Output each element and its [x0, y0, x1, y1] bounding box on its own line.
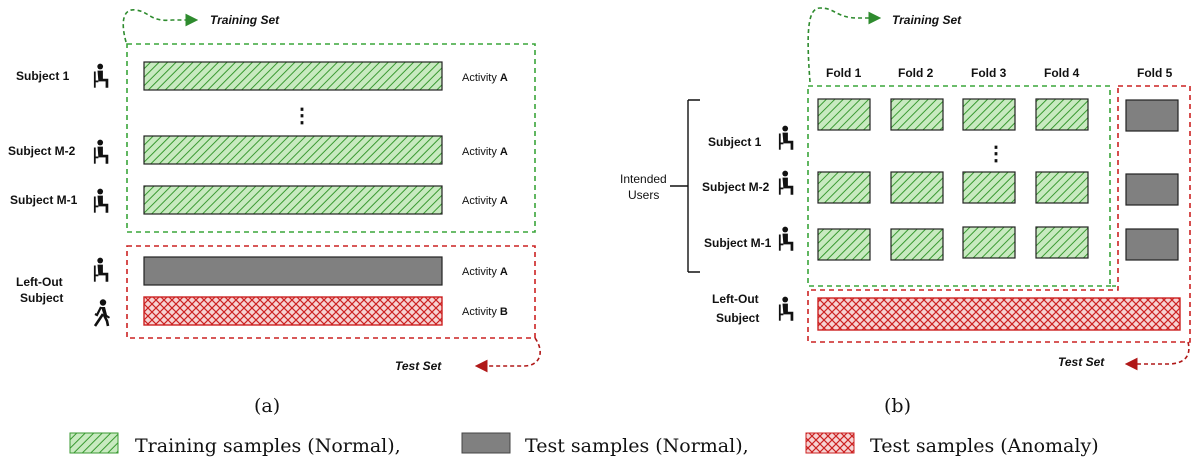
training-sample-cell: [1035, 226, 1089, 259]
training-box-b: [807, 85, 1116, 287]
test-box-a: [126, 245, 536, 339]
test-normal-bar: [143, 256, 443, 286]
training-sample-cell: [817, 171, 871, 204]
leftout-label: Subject: [20, 291, 63, 305]
legend-label-test-anomaly: Test samples (Anomaly): [870, 435, 1099, 457]
sitting-person-icon: [778, 125, 795, 151]
panel-a: Training Set Test Set Subject 1 Subject …: [8, 9, 541, 417]
leftout-label: Left-Out: [16, 275, 63, 289]
sitting-person-icon: [778, 296, 795, 322]
subject-label: Subject M-1: [10, 193, 78, 207]
test-normal-cell: [1125, 228, 1179, 261]
training-set-arrow-a: [122, 9, 199, 43]
leftout-label: Subject: [716, 311, 759, 325]
intended-users-label: Intended: [620, 172, 667, 186]
intended-users-label: Users: [628, 188, 659, 202]
sitting-person-icon: [778, 170, 795, 196]
sitting-person-icon: [93, 63, 110, 89]
training-box-a: [126, 43, 536, 233]
legend-swatch-test-anomaly: [805, 432, 855, 454]
subject-label: Subject M-2: [8, 144, 76, 158]
training-sample-cell: [890, 98, 944, 131]
test-box-b: [807, 85, 1191, 343]
training-sample-cell: [817, 98, 871, 131]
training-set-arrow-b: [807, 7, 882, 83]
test-anomaly-bar: [817, 297, 1181, 331]
training-sample-cell: [962, 226, 1016, 259]
training-sample-cell: [1035, 98, 1089, 131]
walking-person-icon: [93, 299, 112, 327]
ellipsis: ⋮: [292, 105, 312, 127]
training-sample-cell: [962, 98, 1016, 131]
training-sample-bar: [143, 185, 443, 215]
legend-swatch-test-normal: [461, 432, 511, 454]
test-normal-cell: [1125, 99, 1179, 132]
caption-a: (a): [254, 395, 280, 417]
activity-label: Activity A: [462, 195, 508, 207]
ellipsis: ⋮: [986, 143, 1006, 165]
fold-header: Fold 4: [1044, 66, 1080, 80]
test-set-label-b: Test Set: [1058, 355, 1105, 369]
test-set-arrow-b: [1124, 341, 1190, 371]
caption-b: (b): [884, 395, 911, 417]
subject-label: Subject M-1: [704, 236, 772, 250]
test-anomaly-bar: [143, 296, 443, 326]
training-sample-cell: [817, 228, 871, 261]
test-normal-cell: [1125, 173, 1179, 206]
leftout-label: Left-Out: [712, 292, 759, 306]
sitting-person-icon: [93, 139, 110, 165]
training-sample-cell: [1035, 171, 1089, 204]
panel-b: Training Set Fold 1 Fold 2 Fold 3 Fold 4…: [620, 7, 1191, 417]
test-set-label-a: Test Set: [395, 359, 442, 373]
sitting-person-icon: [93, 188, 110, 214]
training-sample-cell: [890, 171, 944, 204]
legend: Training samples (Normal), Test samples …: [69, 432, 1099, 457]
activity-label: Activity B: [462, 306, 508, 318]
training-set-label-a: Training Set: [210, 13, 280, 27]
bracket: [670, 99, 700, 273]
activity-label: Activity A: [462, 266, 508, 278]
legend-label-test-normal: Test samples (Normal),: [525, 435, 749, 457]
legend-swatch-train: [69, 432, 119, 454]
training-sample-cell: [890, 228, 944, 261]
training-sample-cell: [962, 171, 1016, 204]
subject-label: Subject 1: [16, 69, 70, 83]
activity-label: Activity A: [462, 146, 508, 158]
fold-header: Fold 5: [1137, 66, 1173, 80]
fold-header: Fold 1: [826, 66, 862, 80]
test-set-arrow-a: [474, 337, 541, 373]
legend-label-train: Training samples (Normal),: [135, 435, 401, 457]
training-sample-bar: [143, 135, 443, 165]
fold-header: Fold 3: [971, 66, 1007, 80]
training-sample-bar: [143, 61, 443, 91]
subject-label: Subject M-2: [702, 180, 770, 194]
subject-label: Subject 1: [708, 135, 762, 149]
activity-label: Activity A: [462, 72, 508, 84]
training-set-label-b: Training Set: [892, 13, 962, 27]
sitting-person-icon: [778, 226, 795, 252]
fold-header: Fold 2: [898, 66, 934, 80]
sitting-person-icon: [93, 257, 110, 283]
